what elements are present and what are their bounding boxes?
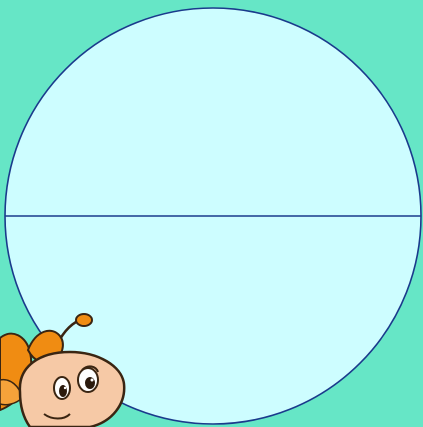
- diagram-canvas: [0, 0, 423, 427]
